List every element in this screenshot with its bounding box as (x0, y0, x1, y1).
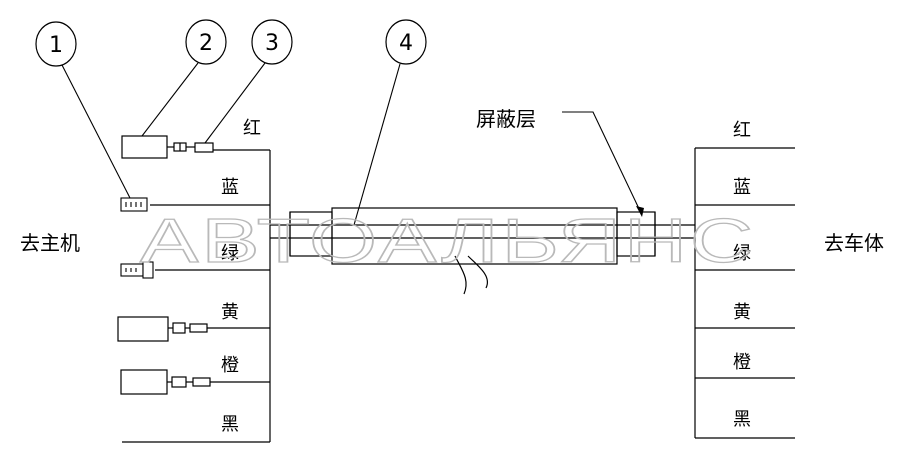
right-wire-red: 红 (733, 120, 751, 141)
left-wire-bus (122, 149, 271, 443)
callout-4: 4 (353, 19, 427, 226)
callout-1-label: 1 (49, 33, 63, 58)
cable-bundle (270, 207, 695, 295)
right-wire-bus (694, 147, 795, 439)
left-wire-green: 绿 (221, 243, 239, 264)
callout-2-label: 2 (199, 31, 213, 56)
left-destination-label: 去主机 (20, 231, 80, 255)
right-wire-orange: 橙 (733, 352, 751, 373)
connector-1 (120, 197, 148, 212)
right-wire-labels: 红 蓝 绿 黄 橙 黑 (733, 120, 751, 430)
left-wire-black: 黑 (221, 414, 239, 435)
callout-4-label: 4 (399, 31, 413, 56)
left-wire-blue: 蓝 (221, 177, 239, 198)
shield-label: 屏蔽层 (476, 107, 536, 131)
callout-3: 3 (204, 19, 293, 144)
right-wire-yellow: 黄 (733, 302, 751, 323)
right-wire-black: 黑 (733, 409, 751, 430)
shield-callout: 屏蔽层 (476, 107, 644, 217)
right-wire-green: 绿 (733, 243, 751, 264)
right-destination-label: 去车体 (824, 231, 884, 255)
connector-orange (120, 369, 211, 395)
left-wire-orange: 橙 (221, 355, 239, 376)
callout-3-label: 3 (265, 31, 279, 56)
connector-yellow (117, 316, 208, 342)
left-wire-red: 红 (243, 118, 261, 139)
connector-green (120, 261, 154, 279)
right-wire-blue: 蓝 (733, 177, 751, 198)
connector-3 (186, 142, 214, 153)
callout-1: 1 (35, 21, 131, 199)
left-wire-yellow: 黄 (221, 302, 239, 323)
callout-2: 2 (141, 19, 227, 137)
watermark: АВТОАЛЬЯНС (140, 207, 756, 276)
connector-2 (121, 135, 187, 159)
left-wire-labels: 红 蓝 绿 黄 橙 黑 (221, 118, 261, 435)
